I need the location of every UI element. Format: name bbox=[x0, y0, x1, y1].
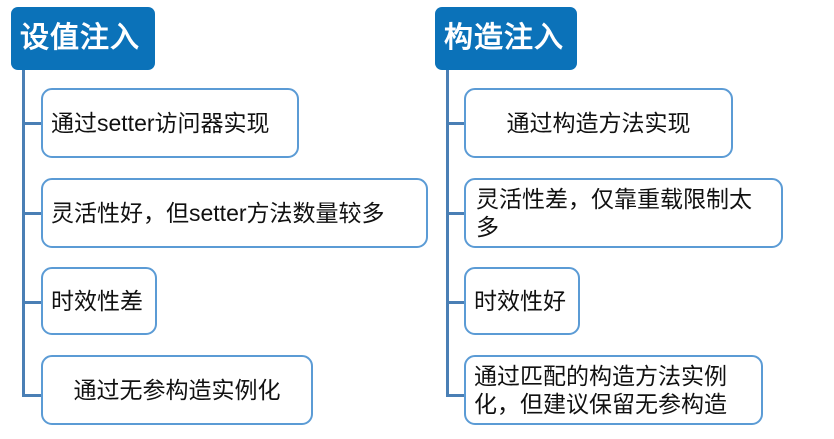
connector-arm-right-4 bbox=[446, 394, 466, 397]
leaf-node-right-3[interactable]: 时效性好 bbox=[464, 267, 580, 335]
connector-trunk-left bbox=[22, 70, 25, 397]
root-node-label: 设值注入 bbox=[20, 22, 141, 54]
connector-arm-left-1 bbox=[22, 122, 42, 125]
leaf-node-label: 灵活性好，但setter方法数量较多 bbox=[51, 199, 385, 226]
leaf-node-label: 通过无参构造实例化 bbox=[73, 376, 281, 403]
leaf-node-right-1[interactable]: 通过构造方法实现 bbox=[464, 88, 733, 158]
leaf-node-label: 通过构造方法实现 bbox=[506, 109, 691, 136]
leaf-node-label: 灵活性差，仅靠重载限制太多 bbox=[476, 185, 752, 240]
root-node-constructor-injection[interactable]: 构造注入 bbox=[435, 7, 577, 70]
leaf-node-label: 通过setter访问器实现 bbox=[51, 109, 270, 136]
leaf-node-right-4[interactable]: 通过匹配的构造方法实例化，但建议保留无参构造 bbox=[464, 355, 763, 425]
leaf-node-label: 时效性好 bbox=[474, 287, 566, 314]
leaf-node-label: 通过匹配的构造方法实例化，但建议保留无参构造 bbox=[474, 362, 727, 417]
root-node-setter-injection[interactable]: 设值注入 bbox=[11, 7, 155, 70]
connector-arm-right-1 bbox=[446, 122, 466, 125]
root-node-label: 构造注入 bbox=[444, 22, 565, 54]
leaf-node-left-3[interactable]: 时效性差 bbox=[41, 267, 157, 335]
leaf-node-left-1[interactable]: 通过setter访问器实现 bbox=[41, 88, 299, 158]
connector-arm-right-2 bbox=[446, 212, 466, 215]
connector-arm-left-4 bbox=[22, 394, 42, 397]
connector-arm-left-2 bbox=[22, 212, 42, 215]
connector-arm-left-3 bbox=[22, 301, 42, 304]
connector-trunk-right bbox=[446, 70, 449, 397]
connector-arm-right-3 bbox=[446, 301, 466, 304]
leaf-node-label: 时效性差 bbox=[51, 287, 143, 314]
leaf-node-left-4[interactable]: 通过无参构造实例化 bbox=[41, 355, 313, 425]
leaf-node-right-2[interactable]: 灵活性差，仅靠重载限制太多 bbox=[464, 178, 783, 248]
leaf-node-left-2[interactable]: 灵活性好，但setter方法数量较多 bbox=[41, 178, 428, 248]
